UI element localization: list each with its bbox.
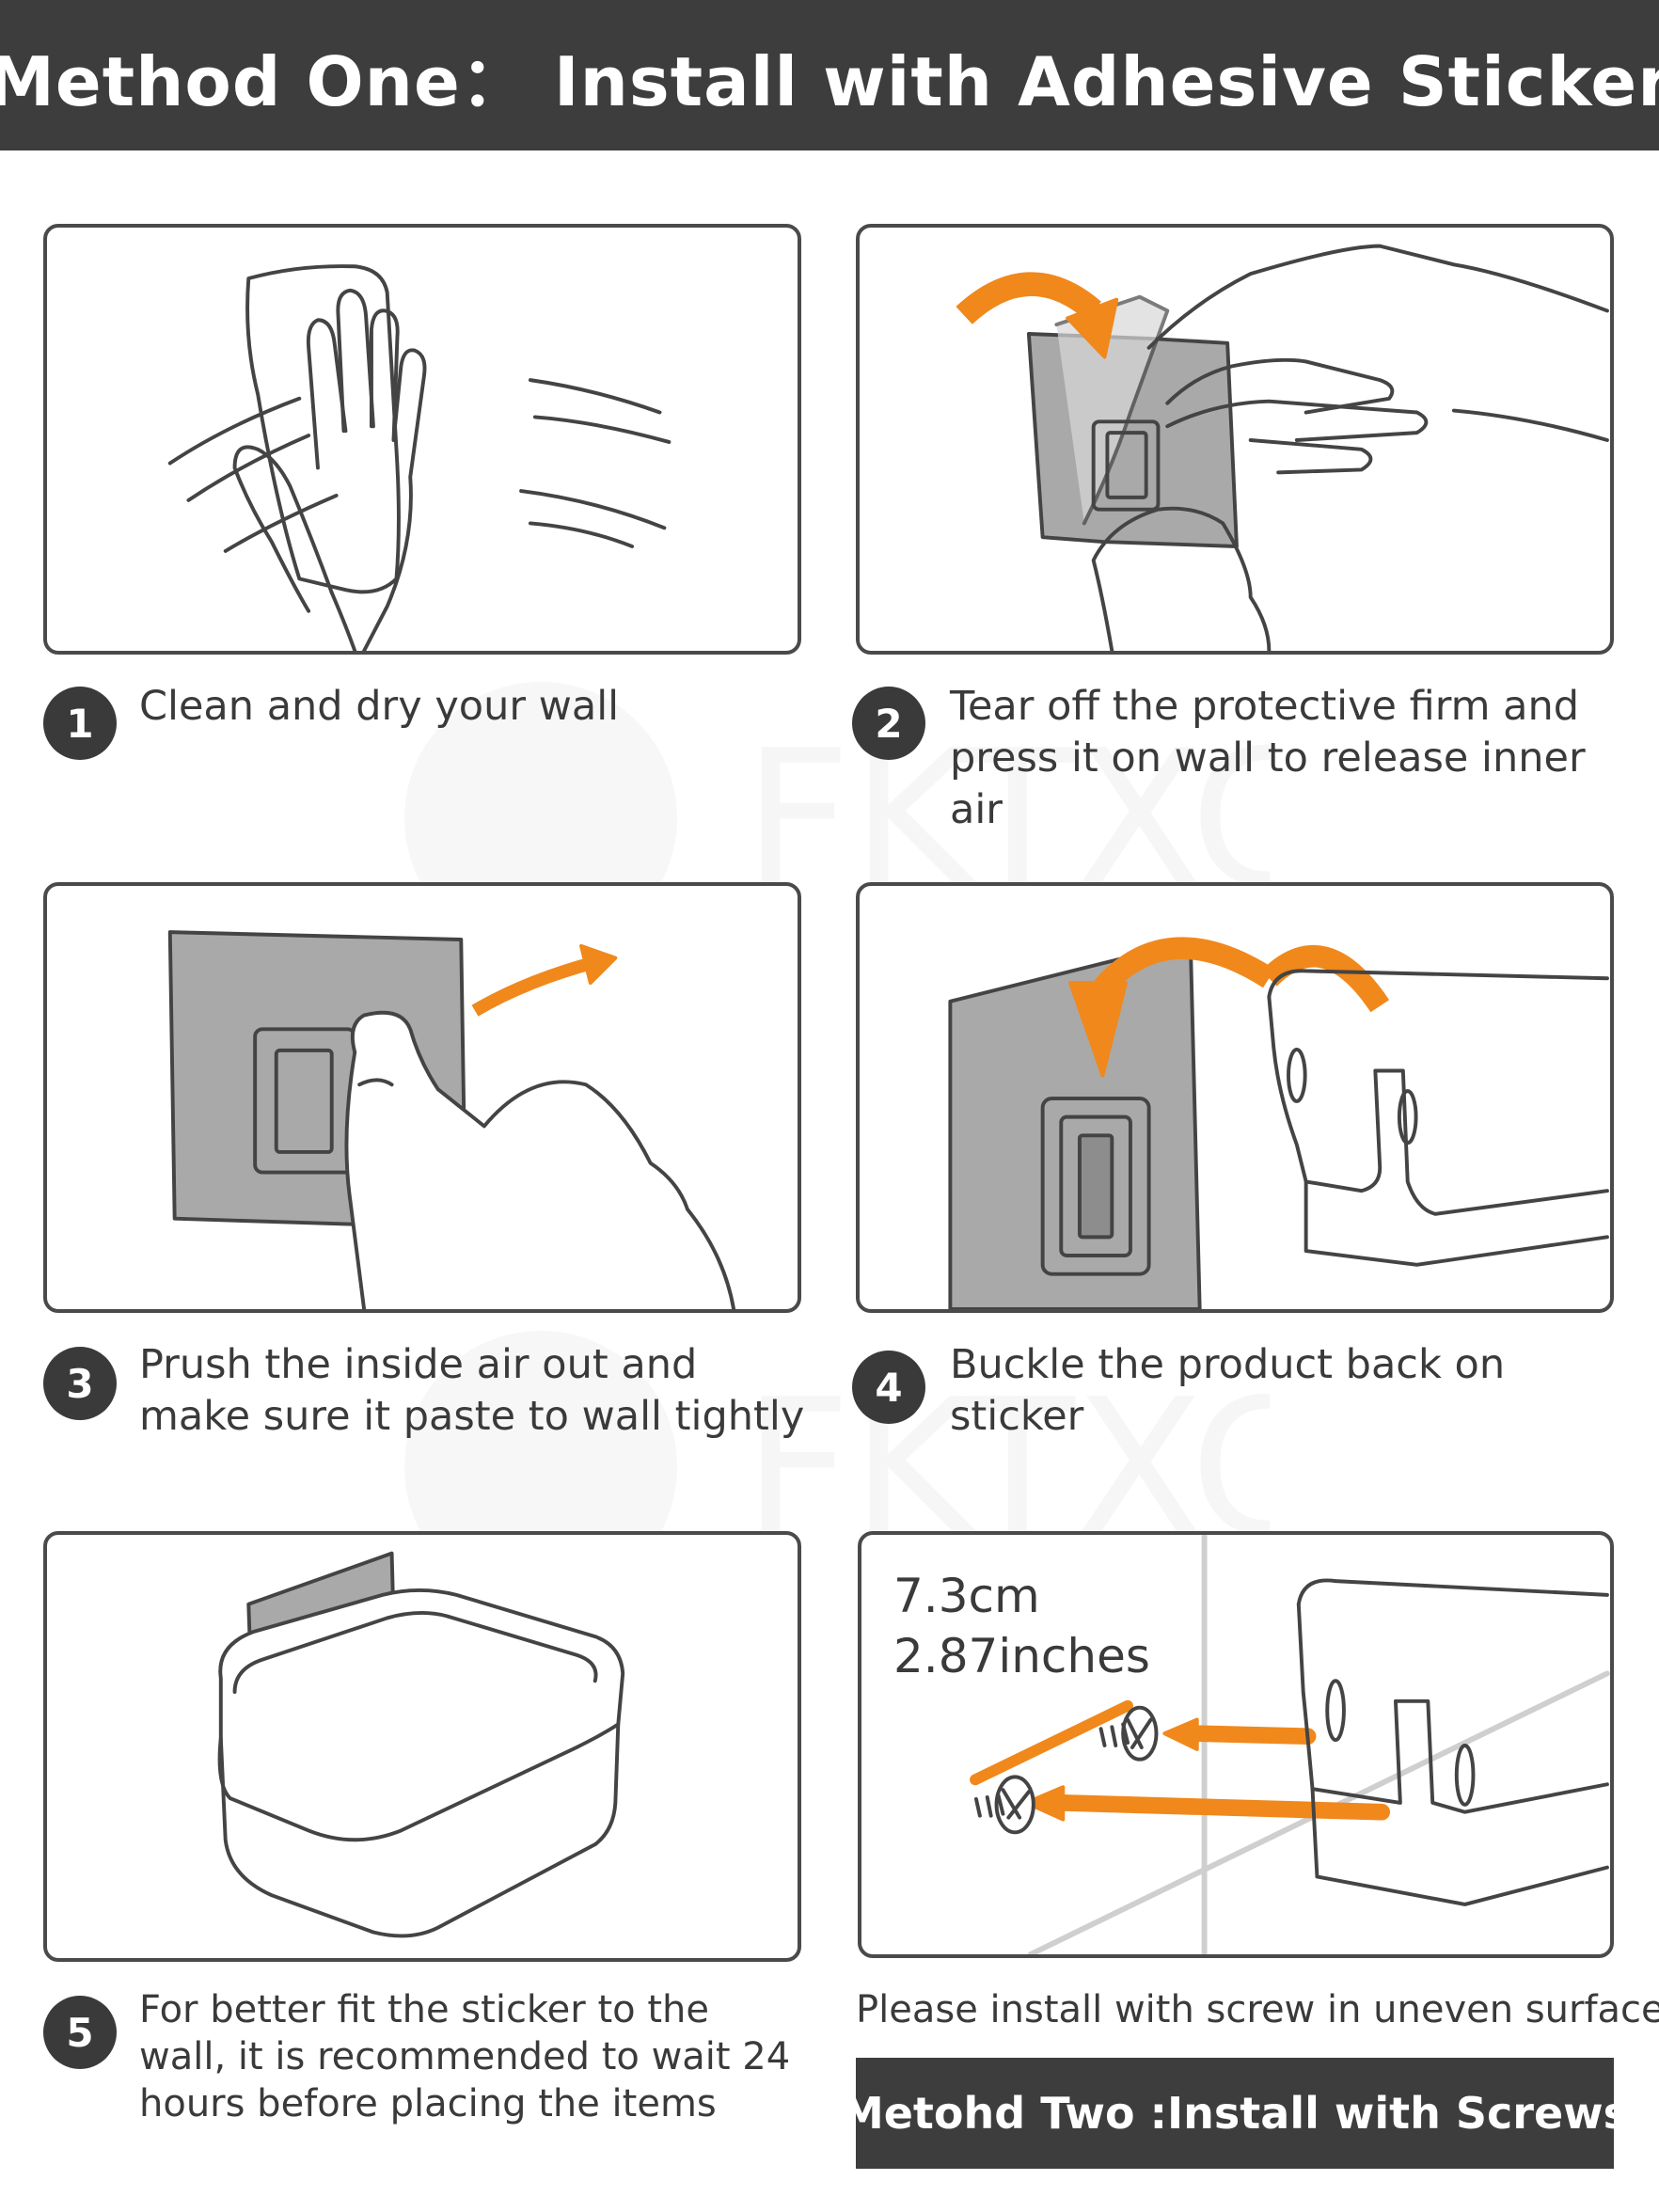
step-5-number: 5 — [43, 1996, 117, 2069]
step-1-illustration — [43, 224, 801, 655]
method-two-banner: Metohd Two :Install with Screws — [841, 2058, 1629, 2169]
step-3-caption: Prush the inside air out and make sure i… — [139, 1341, 805, 1440]
step-4-illustration — [856, 882, 1614, 1313]
step-2-number: 2 — [852, 687, 925, 760]
screw-install-illustration — [858, 1531, 1614, 1958]
step-5-illustration — [43, 1531, 801, 1962]
step-2-caption: Tear off the protective firm and press i… — [950, 683, 1586, 833]
dimension-inches: 2.87inches — [893, 1629, 1150, 1683]
uneven-surface-note: Please install with screw in uneven surf… — [856, 1988, 1659, 2031]
step-3-number: 3 — [43, 1347, 117, 1420]
step-4-caption: Buckle the product back on sticker — [950, 1341, 1506, 1440]
step-4-number: 4 — [852, 1351, 925, 1424]
step-1-number: 1 — [43, 687, 117, 760]
step-2-illustration — [856, 224, 1614, 655]
step-1-caption: Clean and dry your wall — [139, 683, 620, 730]
step-3-illustration — [43, 882, 801, 1313]
page-header: Method One： Install with Adhesive Sticke… — [0, 0, 1659, 150]
page-title: Method One： Install with Adhesive Sticke… — [0, 41, 1659, 121]
dimension-cm: 7.3cm — [893, 1569, 1040, 1623]
screw-dimension-label: 7.3cm 2.87inches — [893, 1566, 1150, 1686]
step-5-caption: For better fit the sticker to the wall, … — [139, 1988, 791, 2125]
